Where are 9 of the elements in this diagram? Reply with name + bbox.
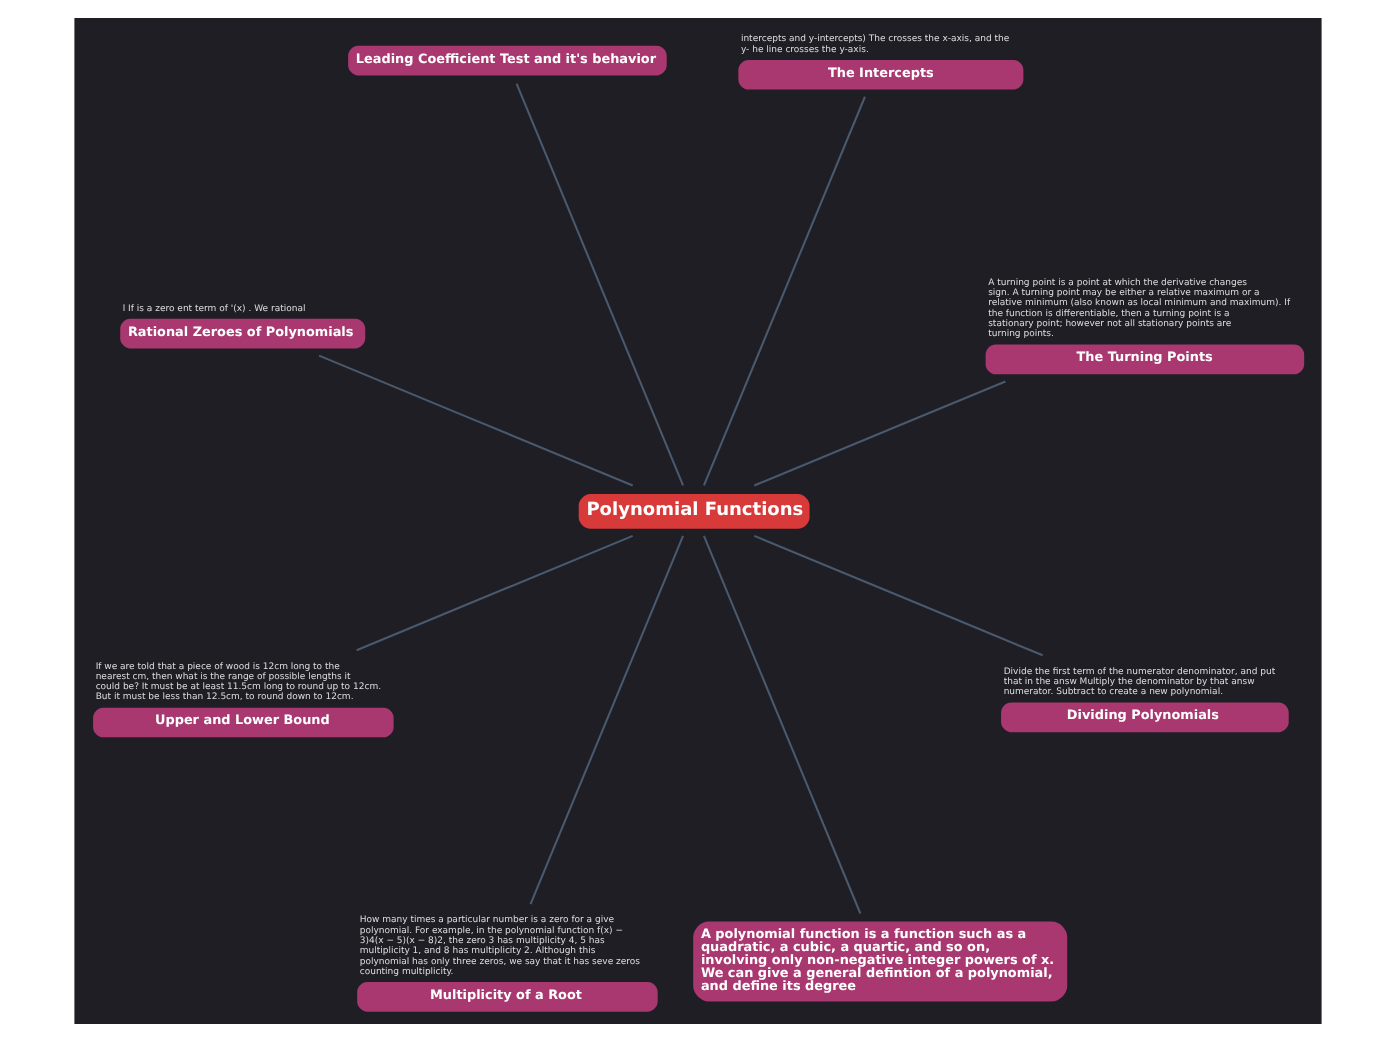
connector — [528, 534, 683, 904]
connector — [701, 95, 865, 485]
connector — [355, 533, 633, 651]
connector — [514, 82, 683, 485]
connector — [752, 533, 1043, 656]
connector — [317, 353, 633, 486]
connector — [701, 534, 861, 913]
node-box: Polynomial Functions — [577, 492, 809, 528]
connector — [752, 379, 1005, 486]
